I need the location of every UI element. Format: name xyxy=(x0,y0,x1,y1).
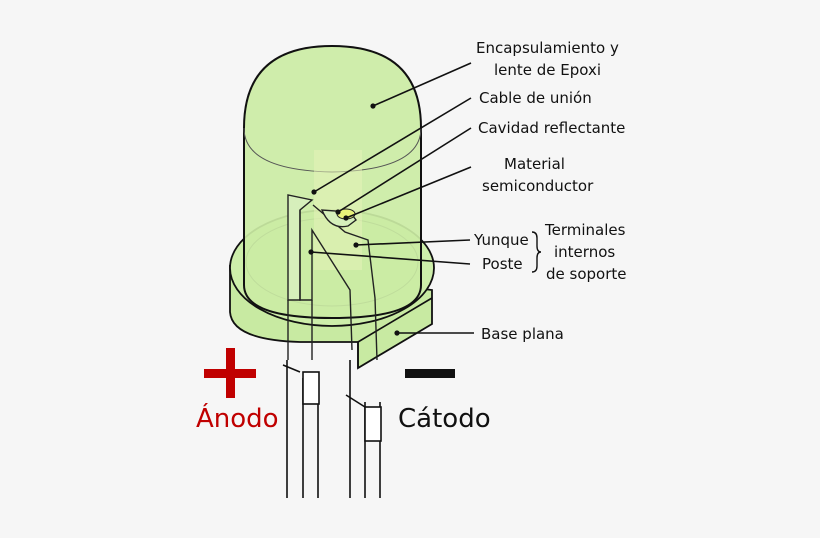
label-epoxy-line2: lente de Epoxi xyxy=(494,61,602,79)
label-cathode: Cátodo xyxy=(398,404,491,434)
label-anode: Ánodo xyxy=(196,404,279,434)
label-semiconductor-line1: Material xyxy=(504,155,565,173)
label-leadframe-line1: Terminales xyxy=(545,221,626,239)
leader-dots xyxy=(308,103,400,336)
minus-icon xyxy=(405,369,455,378)
label-semiconductor-line2: semiconductor xyxy=(482,177,594,195)
plus-icon xyxy=(204,348,256,398)
label-flat-base: Base plana xyxy=(481,325,564,343)
label-reflective-cavity: Cavidad reflectante xyxy=(478,119,626,137)
label-post: Poste xyxy=(482,255,523,273)
leader-lines xyxy=(310,62,474,334)
label-leadframe-line2: internos xyxy=(554,243,616,261)
label-bond-wire: Cable de unión xyxy=(479,89,592,107)
brace-icon xyxy=(531,231,542,273)
leads xyxy=(282,360,382,498)
label-leadframe-line3: de soporte xyxy=(546,265,627,283)
epoxy-dome xyxy=(243,44,422,320)
label-epoxy-line1: Encapsulamiento y xyxy=(476,39,619,57)
label-anvil: Yunque xyxy=(474,231,529,249)
